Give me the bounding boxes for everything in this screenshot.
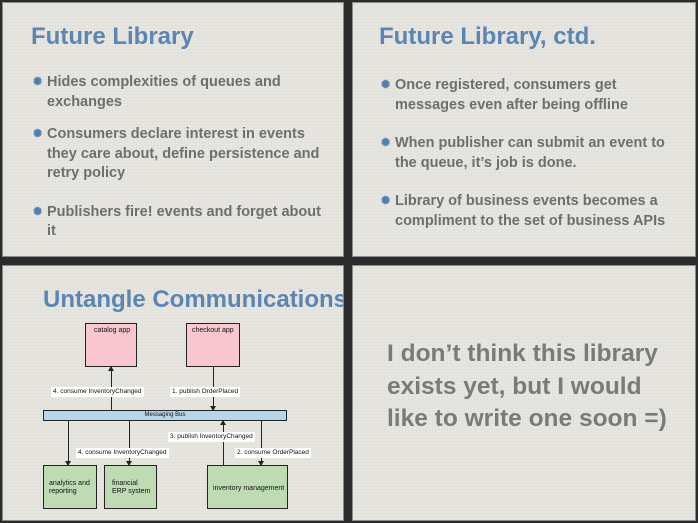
publish-arrow [220, 420, 226, 465]
consume-arrow [126, 421, 132, 466]
list-item: ✺Library of business events becomes a co… [381, 193, 666, 229]
slide-title: Future Library [31, 23, 194, 50]
slide-untangle-communications[interactable]: Untangle Communications catalog app chec… [2, 265, 344, 521]
catalog-app-box: catalog app [85, 323, 137, 367]
arrow-label: 4. consume InventoryChanged [76, 448, 169, 458]
slide-future-library-ctd[interactable]: Future Library, ctd. ✺Once registered, c… [352, 2, 696, 257]
arrow-label: 2. consume OrderPlaced [235, 448, 311, 458]
consume-arrow [65, 421, 71, 466]
list-item: ✺Hides complexities of queues and exchan… [33, 74, 281, 110]
arrow-label: 3. publish InventoryChanged [168, 432, 255, 442]
analytics-box: analytics and reporting [43, 465, 97, 509]
list-item: ✺When publisher can submit an event to t… [381, 135, 665, 171]
checkout-app-box: checkout app [186, 323, 240, 367]
list-item: ✺Once registered, consumers get messages… [381, 77, 628, 113]
bullet-list: ✺Once registered, consumers get messages… [381, 76, 681, 231]
inventory-box: inventory management [207, 465, 288, 509]
asterisk-bullet-icon: ✺ [33, 128, 43, 140]
messaging-bus: Messaging Bus [43, 410, 287, 421]
slide-future-library[interactable]: Future Library ✺Hides complexities of qu… [2, 2, 344, 257]
arrow-label: 4. consume InventoryChanged [51, 387, 144, 397]
slide-title: Future Library, ctd. [379, 23, 596, 50]
list-item: ✺Publishers fire! events and forget abou… [33, 203, 321, 240]
asterisk-bullet-icon: ✺ [33, 76, 43, 88]
asterisk-bullet-icon: ✺ [381, 137, 391, 149]
arrow-label: 1. publish OrderPlaced [170, 387, 241, 397]
slide-closing-note[interactable]: I don’t think this library exists yet, b… [352, 265, 696, 521]
asterisk-bullet-icon: ✺ [33, 205, 43, 218]
asterisk-bullet-icon: ✺ [381, 79, 391, 91]
list-item: ✺Consumers declare interest in events th… [33, 126, 320, 181]
closing-text: I don’t think this library exists yet, b… [387, 340, 667, 432]
slide-title: Untangle Communications [43, 286, 344, 313]
bullet-list: ✺Hides complexities of queues and exchan… [33, 73, 329, 242]
asterisk-bullet-icon: ✺ [381, 195, 391, 207]
erp-box: financial ERP system [104, 465, 157, 509]
consume-arrow [258, 421, 264, 466]
